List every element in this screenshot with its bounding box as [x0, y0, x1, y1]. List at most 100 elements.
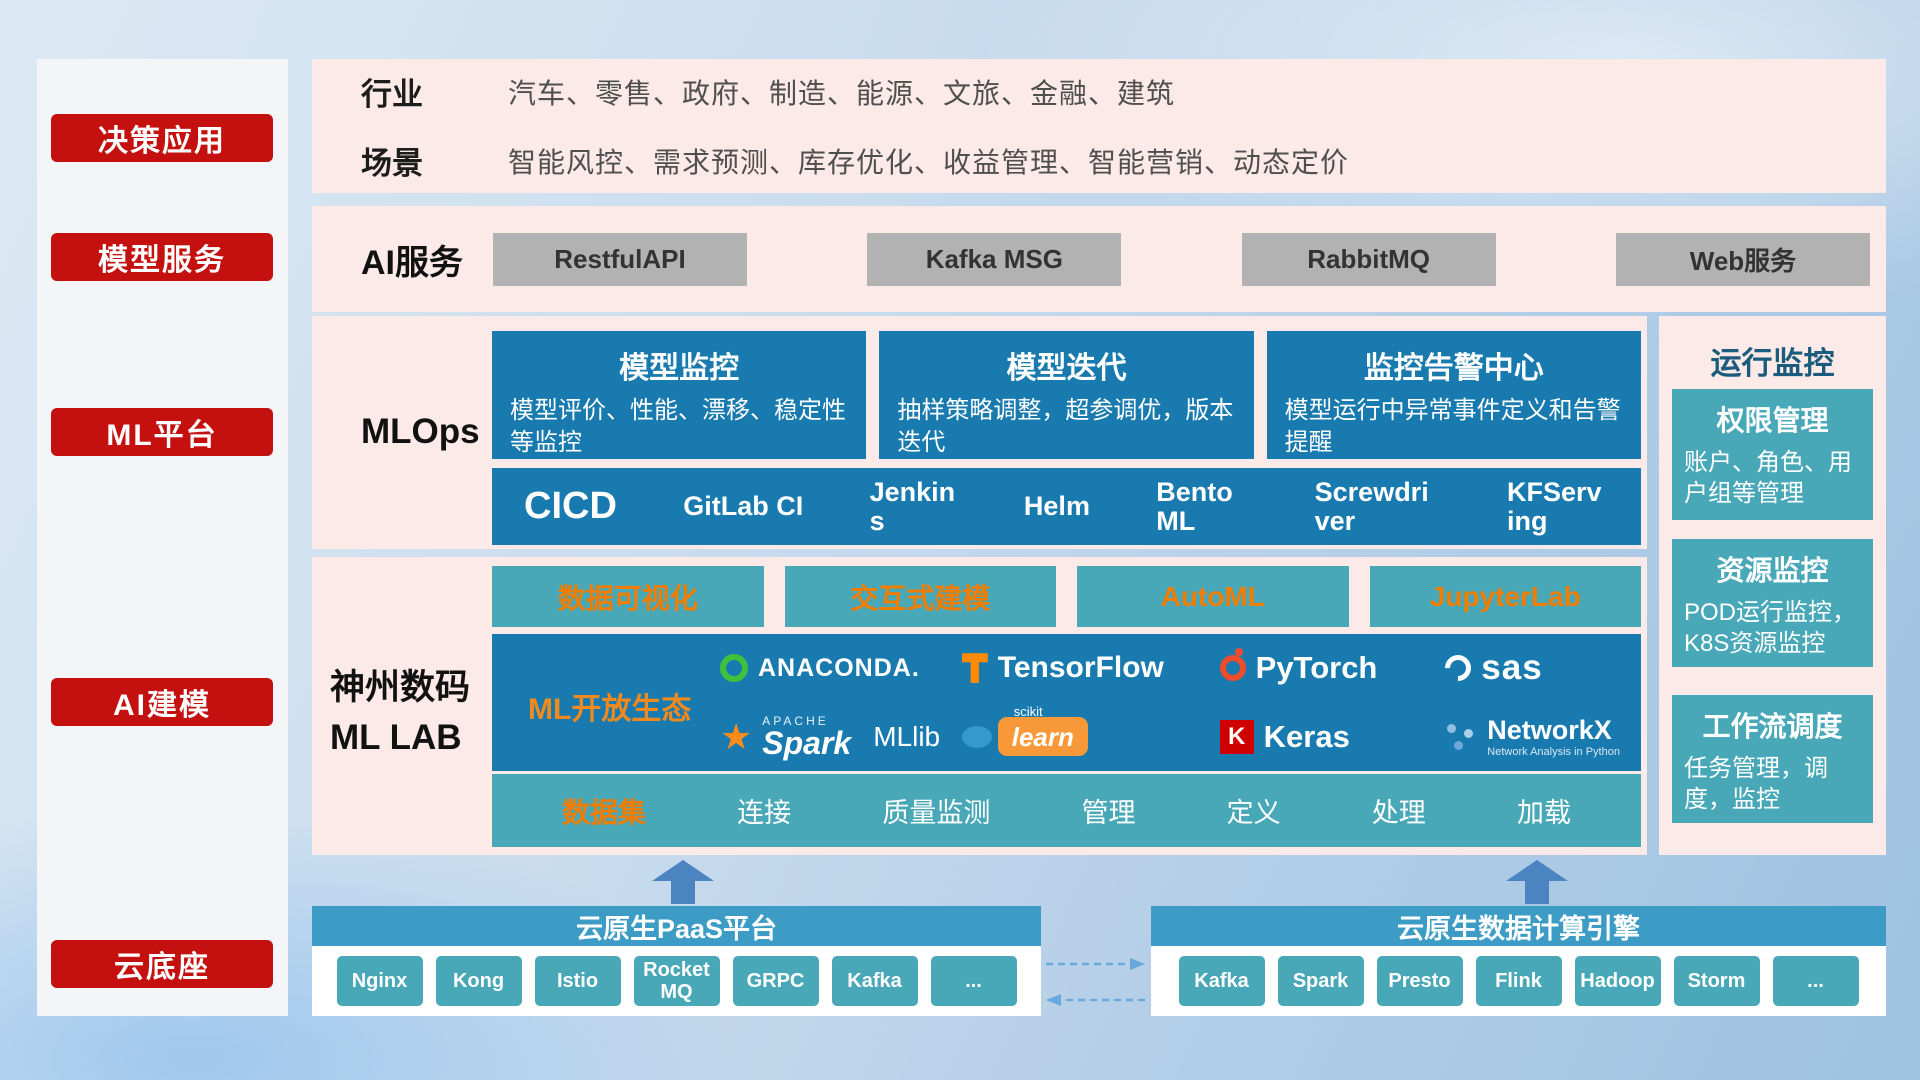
card-title: 资源监控: [1716, 555, 1829, 586]
data-engine-items: Kafka Spark Presto Flink Hadoop Storm ..…: [1151, 946, 1886, 1016]
ecosystem-logo-grid: ANACONDA. TensorFlow PyTorch sas ★: [714, 634, 1635, 771]
mllab-label: 神州数码 ML LAB: [330, 663, 470, 762]
tool-automl: AutoML: [1077, 566, 1349, 627]
networkx-logo: NetworkX Network Analysis in Python: [1439, 715, 1635, 759]
anaconda-logo: ANACONDA.: [714, 654, 956, 683]
card-title: 监控告警中心: [1363, 352, 1544, 385]
tensorflow-icon: [961, 653, 988, 684]
workflow-scheduler-card: 工作流调度 任务管理，调度，监控: [1672, 695, 1873, 823]
networkx-wordmark: NetworkX Network Analysis in Python: [1487, 715, 1620, 759]
service-list: RestfulAPI Kafka MSG RabbitMQ Web服务: [493, 232, 1870, 286]
ml-ecosystem-label: ML开放生态: [528, 693, 692, 726]
ai-service-band: AI服务 RestfulAPI Kafka MSG RabbitMQ Web服务: [312, 206, 1886, 312]
mllib-text: MLlib: [873, 720, 941, 752]
dataset-item-define: 定义: [1226, 798, 1281, 828]
scikit-learn-logo: scikit learn: [956, 704, 1214, 757]
sidebar-item-decision-apps: 决策应用: [51, 114, 273, 162]
paas-item-istio: Istio: [534, 956, 621, 1006]
paas-platform-items: Nginx Kong Istio RocketMQ GRPC Kafka ...: [312, 946, 1041, 1016]
cicd-bar: CICD GitLab CI Jenkins Helm BentoML Scre…: [492, 468, 1641, 545]
sidebar-item-ml-platform: ML平台: [51, 408, 273, 456]
dataset-item-process: 处理: [1371, 798, 1426, 828]
engine-item-kafka: Kafka: [1178, 956, 1265, 1006]
scikit-learn-badge: scikit learn: [997, 704, 1088, 757]
keras-logo: K Keras: [1214, 719, 1440, 755]
card-desc: 抽样策略调整，超参调优，版本迭代: [897, 397, 1234, 456]
spark-wordmark: APACHE Spark: [762, 715, 851, 759]
cicd-tool-gitlab-ci: GitLab CI: [683, 491, 804, 522]
spark-text: Spark: [762, 724, 852, 761]
card-title: 工作流调度: [1702, 711, 1843, 742]
sidebar: [37, 59, 288, 1016]
engine-item-hadoop: Hadoop: [1574, 956, 1661, 1006]
card-title: 权限管理: [1716, 405, 1829, 436]
tool-interactive-modeling: 交互式建模: [784, 566, 1056, 627]
cicd-tool-helm: Helm: [1023, 491, 1090, 522]
runtime-monitor-title: 运行监控: [1710, 346, 1835, 381]
spark-mllib-logo: ★ APACHE Spark MLlib: [714, 715, 956, 759]
tool-data-visualization: 数据可视化: [492, 566, 764, 627]
engine-item-storm: Storm: [1673, 956, 1760, 1006]
mlops-label: MLOps: [361, 412, 480, 451]
model-monitoring-card: 模型监控 模型评价、性能、漂移、稳定性等监控: [492, 331, 867, 459]
dataset-item-connect: 连接: [737, 798, 792, 828]
paas-item-grpc: GRPC: [732, 956, 819, 1006]
paas-item-kafka: Kafka: [831, 956, 918, 1006]
data-engine-header: 云原生数据计算引擎: [1151, 906, 1886, 946]
scenario-row: 场景 智能风控、需求预测、库存优化、收益管理、智能营销、动态定价: [361, 138, 1886, 183]
engine-item-spark: Spark: [1277, 956, 1364, 1006]
cicd-tool-jenkins: Jenkins: [869, 477, 956, 536]
dataset-item-manage: 管理: [1081, 798, 1136, 828]
scenario-list: 智能风控、需求预测、库存优化、收益管理、智能营销、动态定价: [508, 146, 1350, 178]
paas-item-rocketmq: RocketMQ: [633, 956, 720, 1006]
alert-center-card: 监控告警中心 模型运行中异常事件定义和告警提醒: [1266, 331, 1641, 459]
spark-star-icon: ★: [720, 715, 753, 757]
runtime-monitor-panel: 运行监控 权限管理 账户、角色、用户组等管理 资源监控 POD运行监控，K8S资…: [1659, 316, 1886, 855]
scikit-text: scikit: [1013, 704, 1043, 720]
keras-text: Keras: [1263, 718, 1350, 754]
spark-apache-text: APACHE: [762, 713, 829, 728]
scikit-learn-icon: [961, 725, 992, 748]
anaconda-text: ANACONDA.: [758, 653, 920, 682]
mlops-card-row: 模型监控 模型评价、性能、漂移、稳定性等监控 模型迭代 抽样策略调整，超参调优，…: [492, 331, 1641, 459]
pytorch-text: PyTorch: [1255, 650, 1378, 686]
mlops-band: MLOps 模型监控 模型评价、性能、漂移、稳定性等监控 模型迭代 抽样策略调整…: [312, 316, 1647, 549]
engine-item-presto: Presto: [1376, 956, 1463, 1006]
sidebar-item-cloud-base: 云底座: [51, 940, 273, 988]
card-desc: POD运行监控，K8S资源监控: [1684, 599, 1857, 658]
pytorch-icon: [1219, 648, 1246, 682]
networkx-subtext: Network Analysis in Python: [1487, 745, 1620, 758]
cicd-tool-screwdriver: Screwdriver: [1314, 477, 1429, 536]
paas-item-more: ...: [930, 956, 1017, 1006]
anaconda-icon: [720, 654, 748, 683]
networkx-icon: [1445, 722, 1477, 752]
keras-icon: K: [1219, 719, 1254, 754]
industry-label: 行业: [361, 77, 423, 112]
resource-monitor-card: 资源监控 POD运行监控，K8S资源监控: [1672, 539, 1873, 667]
sas-icon: [1439, 649, 1477, 687]
card-desc: 模型评价、性能、漂移、稳定性等监控: [510, 397, 846, 456]
service-kafka-msg: Kafka MSG: [867, 232, 1122, 286]
ml-ecosystem-box: ML开放生态 ANACONDA. TensorFlow PyTorch sas: [492, 634, 1641, 771]
cicd-label: CICD: [524, 485, 617, 527]
tensorflow-text: TensorFlow: [997, 651, 1164, 685]
cicd-tool-bentoml: BentoML: [1156, 477, 1233, 536]
service-restfulapi: RestfulAPI: [493, 232, 747, 286]
engine-item-flink: Flink: [1475, 956, 1562, 1006]
card-desc: 模型运行中异常事件定义和告警提醒: [1284, 397, 1621, 456]
industry-row: 行业 汽车、零售、政府、制造、能源、文旅、金融、建筑: [361, 69, 1886, 114]
card-title: 模型迭代: [1006, 352, 1127, 385]
scenario-label: 场景: [361, 146, 423, 181]
service-web: Web服务: [1615, 232, 1870, 286]
dataset-item-quality: 质量监测: [882, 798, 991, 828]
paas-item-kong: Kong: [435, 956, 522, 1006]
pytorch-logo: PyTorch: [1214, 648, 1440, 686]
card-desc: 账户、角色、用户组等管理: [1684, 449, 1852, 508]
sidebar-item-model-service: 模型服务: [51, 233, 273, 281]
permission-management-card: 权限管理 账户、角色、用户组等管理: [1672, 389, 1873, 520]
dataset-row: 数据集 连接 质量监测 管理 定义 处理 加载: [492, 774, 1641, 847]
ai-service-label: AI服务: [361, 243, 463, 282]
sas-text: sas: [1481, 648, 1543, 688]
mllab-label-line1: 神州数码: [330, 668, 471, 707]
